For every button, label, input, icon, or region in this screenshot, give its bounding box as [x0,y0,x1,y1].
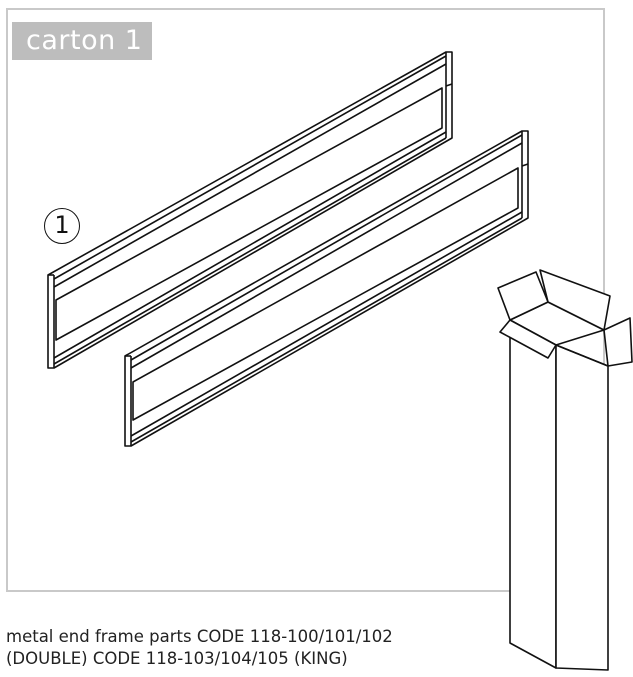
part-number-badge: 1 [44,208,80,244]
end-frame-2-drawing [124,130,529,447]
parts-caption: metal end frame parts CODE 118-100/101/1… [6,626,526,670]
carton-label: carton 1 [12,22,153,60]
carton-box-icon [497,269,633,671]
caption-line-1: metal end frame parts CODE 118-100/101/1… [6,627,393,646]
caption-line-2: (DOUBLE) CODE 118-103/104/105 (KING) [6,649,348,668]
end-frame-1-drawing [47,51,453,369]
